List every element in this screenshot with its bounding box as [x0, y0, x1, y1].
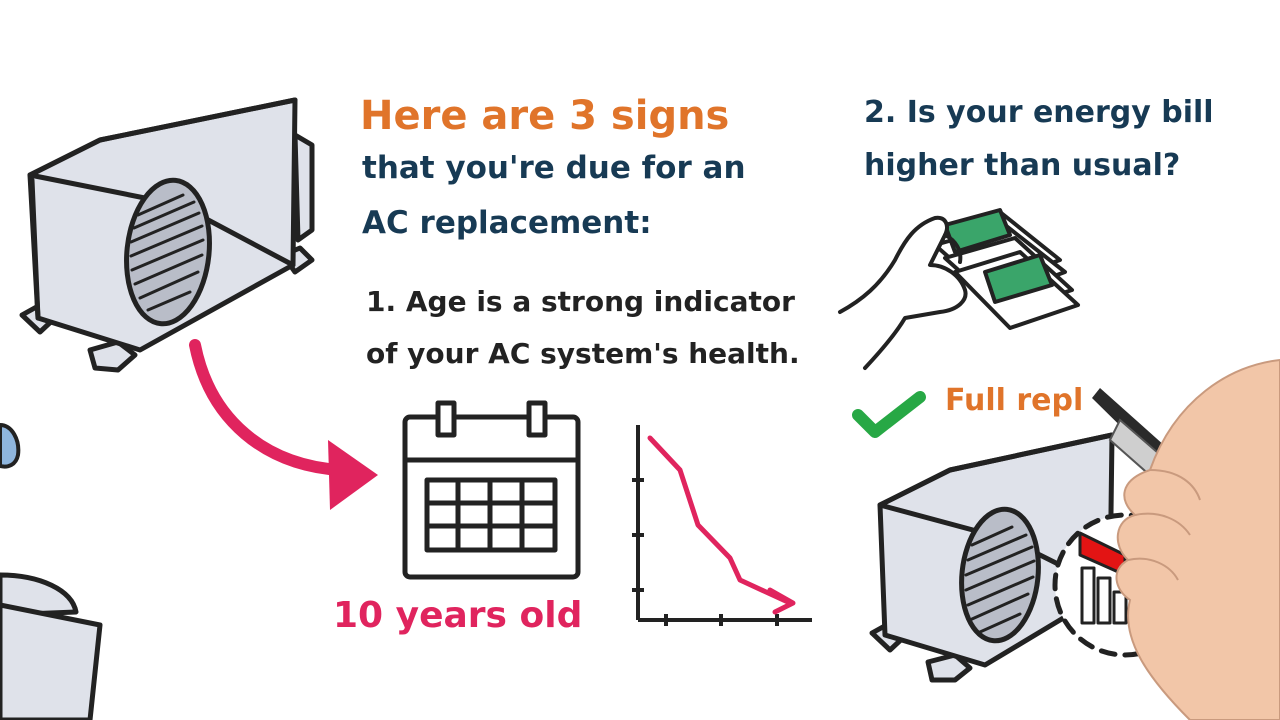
blue-blob-icon — [0, 422, 21, 469]
desk-icon — [0, 572, 103, 720]
partial-label: Full repl — [945, 383, 1084, 418]
calendar-icon — [402, 400, 581, 580]
sign1-line-2: of your AC system's health. — [366, 337, 800, 370]
heading-title: Here are 3 signs — [360, 93, 730, 139]
age-label: 10 years old — [333, 595, 583, 636]
heading-line-1: that you're due for an — [362, 150, 746, 186]
sign2-line-2: higher than usual? — [864, 148, 1181, 183]
money-hand-icon — [838, 208, 1080, 370]
heading-line-2: AC replacement: — [362, 205, 652, 241]
decline-chart-icon — [632, 425, 812, 626]
curved-arrow-icon — [189, 339, 378, 510]
sign2-line-1: 2. Is your energy bill — [864, 95, 1214, 130]
marker-hand-icon — [1092, 358, 1280, 720]
ac-unit-icon — [19, 97, 315, 373]
checkmark-icon — [852, 391, 926, 438]
sign1-line-1: 1. Age is a strong indicator — [366, 285, 795, 318]
